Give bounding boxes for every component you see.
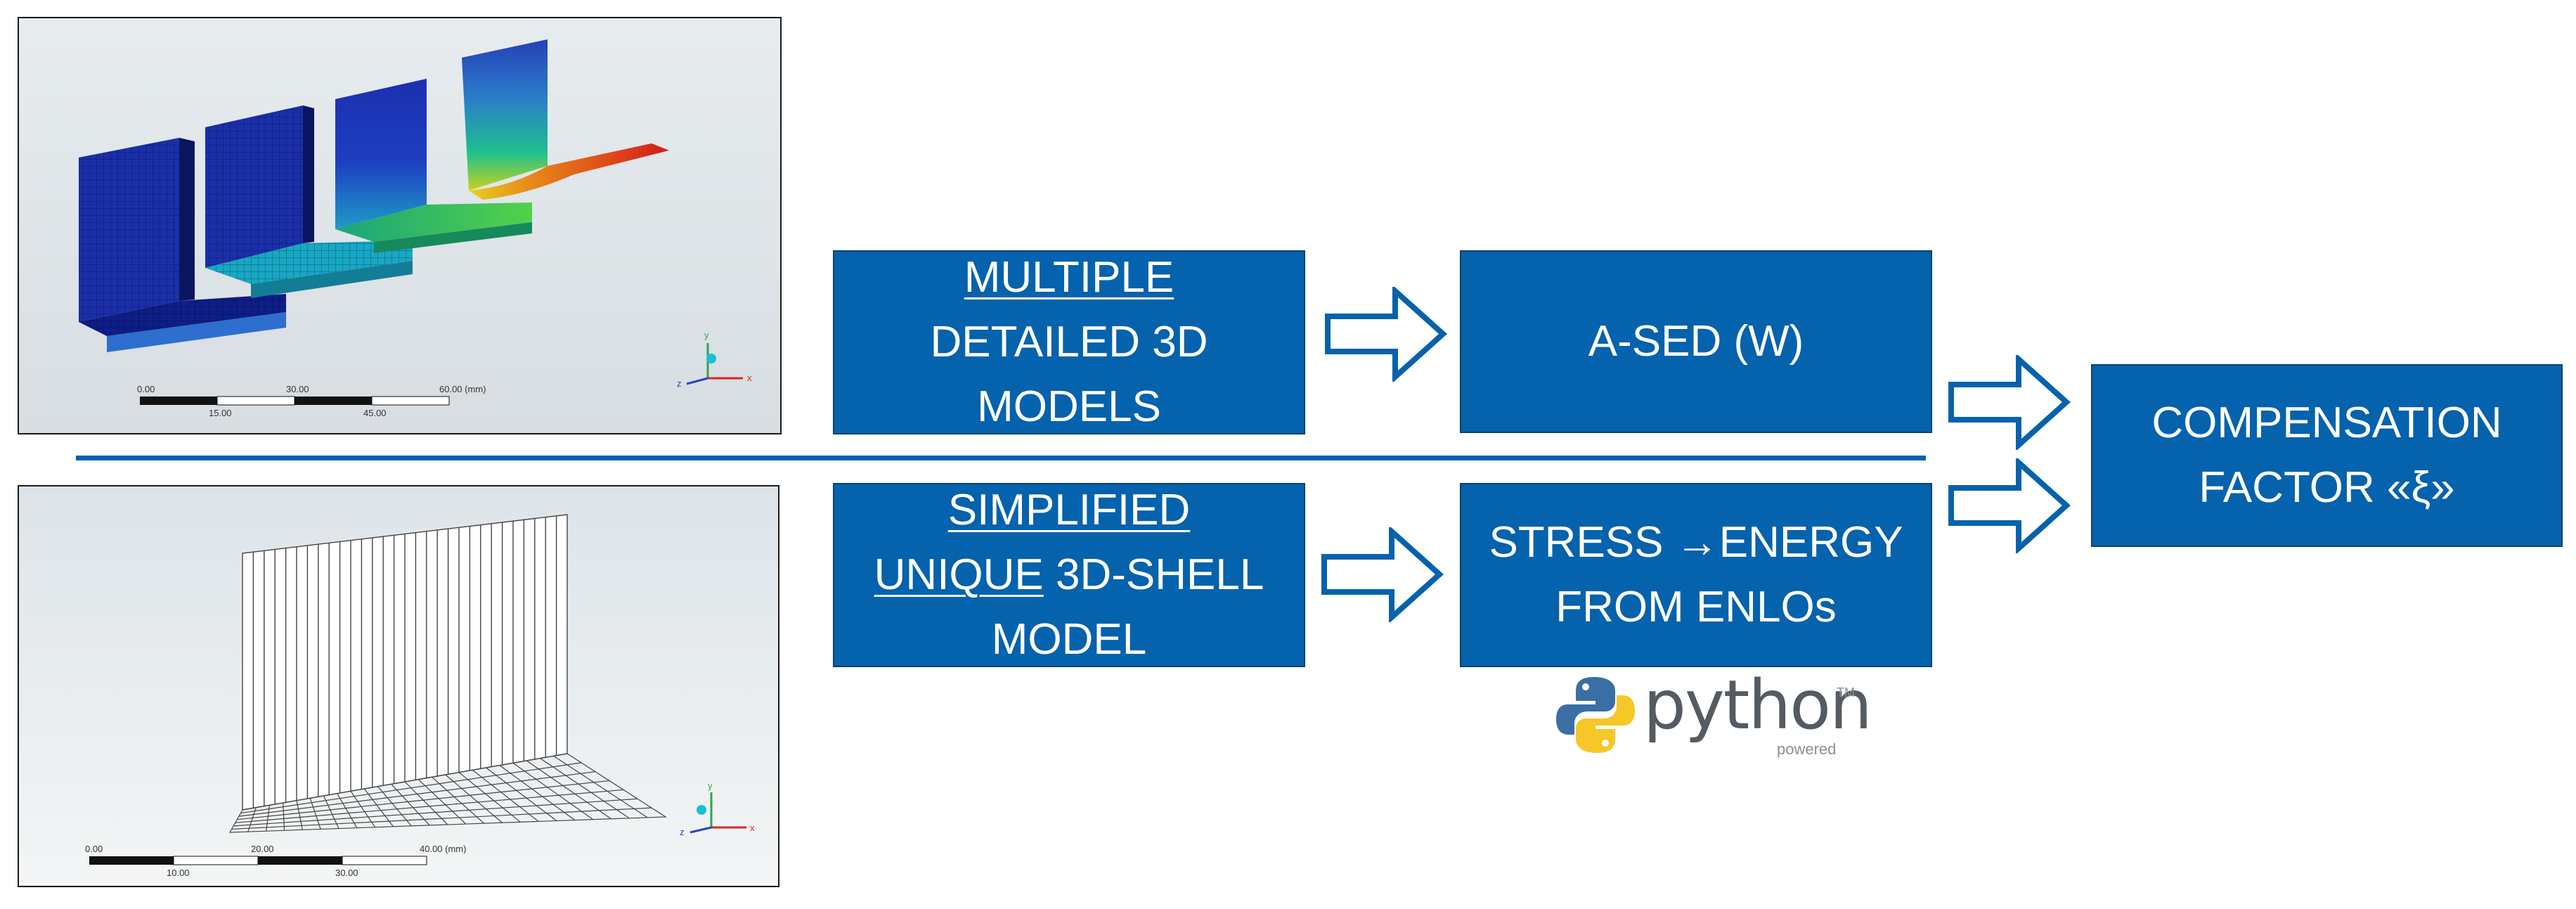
box-line: STRESS →ENERGY	[1489, 518, 1903, 567]
python-tm-label: TM	[1837, 685, 1855, 700]
scale-bar: 0.00 30.00 60.00 (mm) 15.00 45.00	[137, 384, 486, 418]
box-line: UNIQUE 3D-SHELL	[874, 550, 1264, 599]
box-line: COMPENSATION	[2151, 399, 2502, 447]
svg-text:z: z	[680, 827, 685, 837]
divider-line	[76, 456, 1926, 460]
python-wordmark: python	[1643, 666, 1872, 744]
shell-base	[228, 753, 667, 833]
svg-text:y: y	[708, 780, 713, 791]
svg-text:z: z	[677, 378, 682, 389]
ased-box: A-SED (W)	[1460, 250, 1932, 433]
box-line: MODEL	[991, 615, 1147, 664]
model-4-deformed	[462, 39, 669, 200]
box-line: SIMPLIFIED	[947, 486, 1191, 534]
detailed-models-image: y x z 0.00 30.00 60.00 (mm) 15.00 45.00	[18, 17, 782, 434]
svg-text:10.00: 10.00	[167, 868, 190, 878]
box-line: DETAILED 3D	[930, 318, 1208, 366]
coordinate-triad-icon: y x z	[677, 330, 752, 389]
svg-text:40.00 (mm): 40.00 (mm)	[420, 844, 466, 854]
svg-text:0.00: 0.00	[137, 384, 155, 394]
stress-energy-box: STRESS →ENERGY FROM ENLOs	[1460, 483, 1932, 667]
svg-text:30.00: 30.00	[335, 868, 358, 878]
python-powered-label: powered	[1777, 740, 1837, 758]
model-2	[205, 105, 413, 298]
arrow-right-icon	[1948, 355, 2071, 450]
box-line: FROM ENLOs	[1555, 583, 1837, 631]
box-line: MODELS	[977, 382, 1161, 431]
svg-text:15.00: 15.00	[209, 408, 232, 418]
box-line: MULTIPLE	[964, 253, 1174, 302]
model-3	[335, 79, 532, 253]
svg-text:60.00 (mm): 60.00 (mm)	[439, 384, 486, 394]
arrow-right-icon	[1321, 527, 1444, 622]
svg-text:y: y	[704, 330, 709, 340]
shell-wall	[242, 514, 568, 811]
box-line: FACTOR «ξ»	[2199, 463, 2455, 512]
svg-text:x: x	[747, 373, 752, 383]
model-1-undeformed	[79, 138, 286, 352]
box-line: A-SED (W)	[1588, 317, 1804, 366]
shell-model-image: y x z 0.00 20.00 40.00 (mm) 10.00 30.00	[18, 485, 779, 887]
svg-text:20.00: 20.00	[251, 844, 274, 854]
multiple-detailed-3d-models-box: MULTIPLE DETAILED 3D MODELS	[833, 250, 1305, 434]
simplified-shell-model-box: SIMPLIFIED UNIQUE 3D-SHELL MODEL	[833, 483, 1305, 667]
scale-bar: 0.00 20.00 40.00 (mm) 10.00 30.00	[85, 844, 466, 878]
arrow-right-icon	[1948, 458, 2071, 553]
svg-text:30.00: 30.00	[286, 384, 309, 394]
svg-text:x: x	[750, 823, 755, 833]
compensation-factor-box: COMPENSATION FACTOR «ξ»	[2091, 364, 2563, 547]
svg-text:45.00: 45.00	[363, 408, 387, 418]
python-logo-icon	[1556, 677, 1635, 753]
coordinate-triad-icon: y x z	[680, 780, 755, 837]
svg-text:0.00: 0.00	[85, 844, 103, 854]
arrow-right-icon	[1325, 287, 1447, 382]
python-powered-logo: python powered TM	[1553, 666, 1872, 763]
